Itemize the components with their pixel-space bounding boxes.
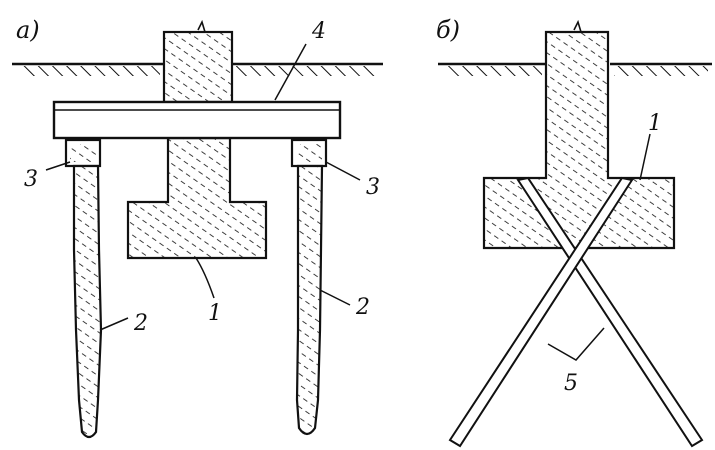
column-a [162,30,234,104]
callout-pile-left: 2 [133,311,148,336]
panel-a-label: а) [16,16,40,44]
callout-beam: 4 [311,19,326,44]
pile-cap-left [64,138,102,168]
callout-cap-left: 3 [24,167,38,192]
foundation-a [126,136,268,260]
ground-surface-b [438,62,712,76]
callout-struts: 5 [564,371,578,396]
ground-surface-a [12,62,383,76]
pile-left [72,164,103,439]
pile-cap-right [290,138,328,168]
panel-a: а) [12,16,383,439]
panel-b-label: б) [436,16,460,44]
inclined-struts [448,176,704,448]
pile-right [295,164,324,436]
callout-foundation-a: 1 [208,301,222,326]
callout-pile-right: 2 [355,295,370,320]
transfer-beam [52,100,342,140]
callout-cap-right: 3 [366,175,380,200]
panel-b: б) 1 5 [436,16,712,448]
callout-foundation-b: 1 [648,111,662,136]
